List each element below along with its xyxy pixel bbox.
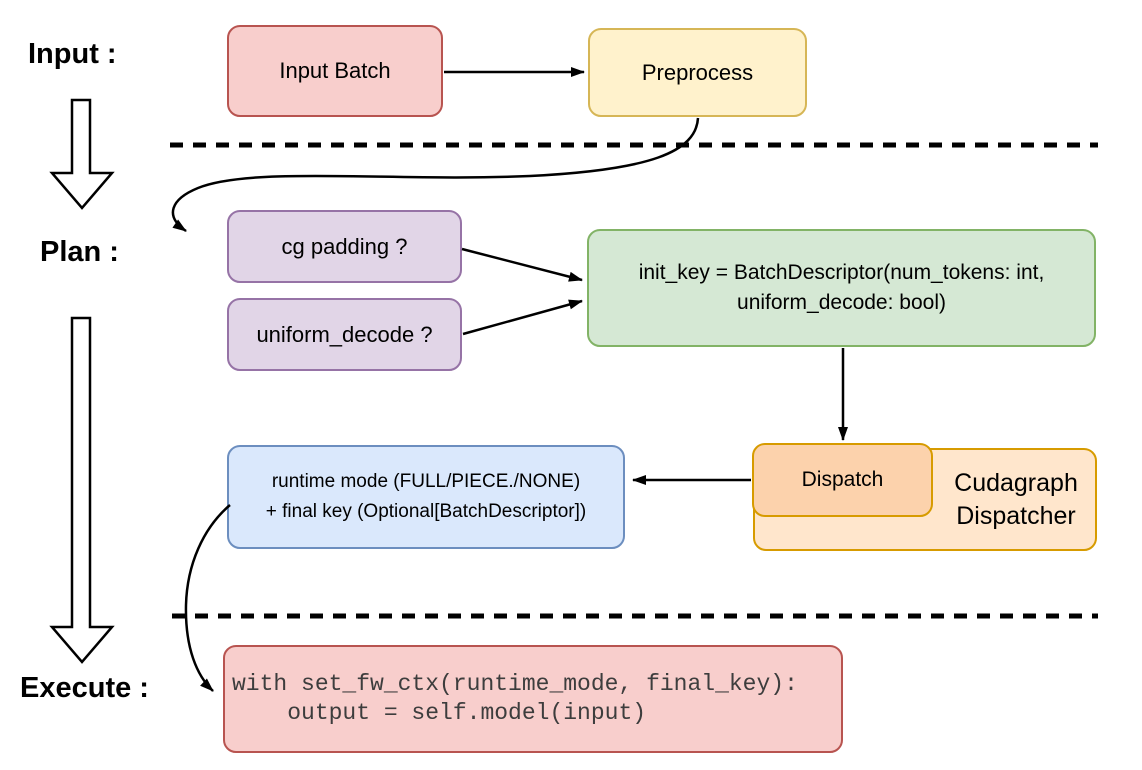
node-init-key: init_key = BatchDescriptor(num_tokens: i… xyxy=(587,229,1096,347)
node-uniform-decode-label: uniform_decode ? xyxy=(256,321,433,347)
node-execute-code: with set_fw_ctx(runtime_mode, final_key)… xyxy=(223,645,843,753)
hollow-arrow-input-to-plan xyxy=(49,98,115,210)
node-runtime-final-key-line2: + final key (Optional[BatchDescriptor]) xyxy=(265,501,587,522)
stage-label-execute: Execute : xyxy=(20,672,149,704)
node-cg-padding-label: cg padding ? xyxy=(281,233,408,259)
node-input-batch-label: Input Batch xyxy=(279,58,391,83)
node-cudagraph-dispatcher-label: Cudagraph Dispatcher xyxy=(954,468,1078,530)
node-execute-code-line1: with set_fw_ctx(runtime_mode, final_key)… xyxy=(232,671,798,697)
node-cg-padding: cg padding ? xyxy=(227,210,462,283)
node-init-key-line1: init_key = BatchDescriptor(num_tokens: i… xyxy=(638,261,1045,284)
node-init-key-line2: uniform_decode: bool) xyxy=(737,291,946,314)
hollow-arrow-plan-to-execute xyxy=(49,316,115,664)
node-dispatch: Dispatch xyxy=(752,443,933,517)
node-runtime-final-key: runtime mode (FULL/PIECE./NONE) + final … xyxy=(227,445,625,549)
node-preprocess-label: Preprocess xyxy=(641,59,754,85)
arrow-uniformdecode-to-initkey xyxy=(462,299,583,336)
stage-label-plan: Plan : xyxy=(40,236,119,268)
node-runtime-final-key-line1: runtime mode (FULL/PIECE./NONE) xyxy=(271,471,581,492)
node-dispatch-label: Dispatch xyxy=(801,468,884,491)
node-input-batch: Input Batch xyxy=(227,25,443,117)
node-execute-code-line2: output = self.model(input) xyxy=(232,700,647,726)
node-preprocess: Preprocess xyxy=(588,28,807,117)
arrow-cgpadding-to-initkey xyxy=(461,247,583,282)
stage-label-input: Input : xyxy=(28,38,117,70)
node-uniform-decode: uniform_decode ? xyxy=(227,298,462,371)
